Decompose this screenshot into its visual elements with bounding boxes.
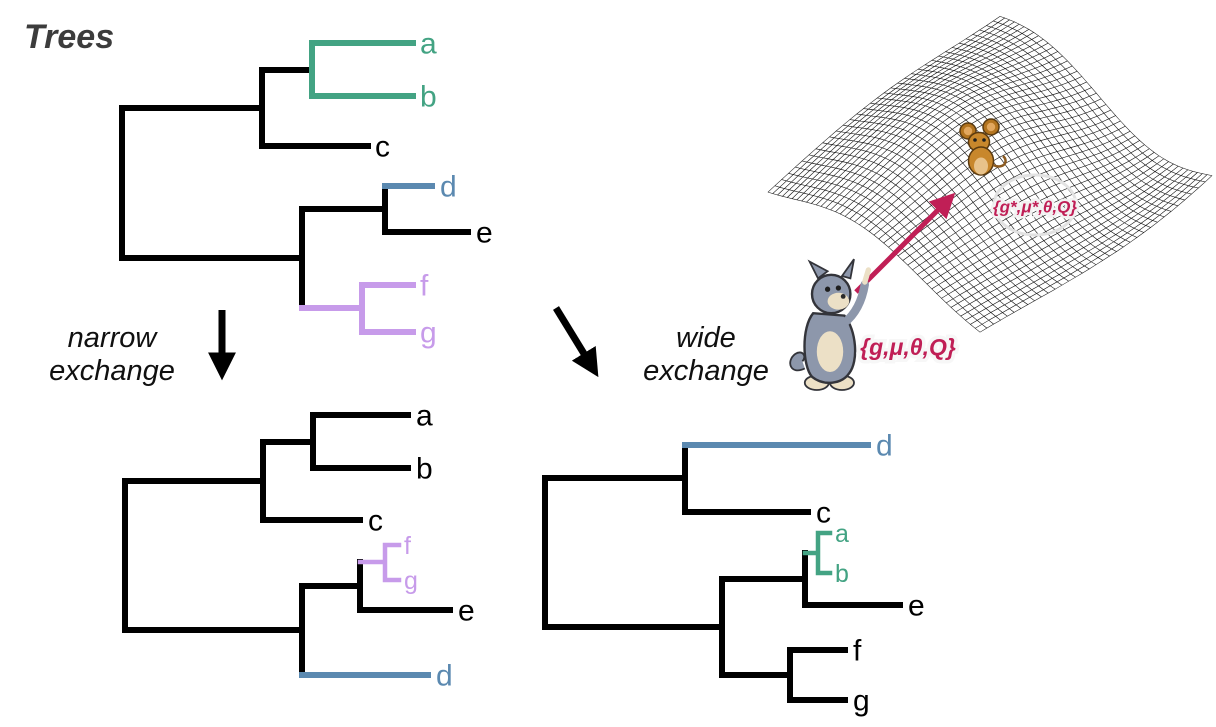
tom-finger: [862, 267, 872, 285]
tom-belly: [816, 331, 844, 372]
parameters-label: {g,μ,θ,Q}: [860, 334, 956, 360]
leaf-label-e: e: [476, 217, 493, 250]
wide-tree-skeleton: [542, 442, 903, 703]
leaf-label-d: d: [440, 171, 457, 204]
svg-text:narrow: narrow: [68, 322, 159, 354]
svg-text:exchange: exchange: [643, 355, 769, 387]
original-tree: a b c d e f g: [119, 28, 493, 350]
leaf-label-g: g: [853, 685, 870, 718]
optimum-label: {g*,μ*,θ,Q}: [993, 198, 1077, 217]
likelihood-surface-mesh: [767, 16, 1213, 333]
leaf-label-a: a: [416, 400, 433, 433]
leaf-label-b: b: [420, 81, 437, 114]
leaf-label-b: b: [416, 453, 433, 486]
jerry-ear-left-inner: [963, 126, 973, 136]
leaf-label-d: d: [436, 660, 453, 693]
narrow-exchange-label: narrow exchange: [49, 322, 175, 387]
leaf-label-b: b: [835, 560, 849, 588]
optimum-circle: [992, 173, 1078, 237]
tom-cat-figure: [789, 258, 872, 391]
jerry-belly: [974, 157, 988, 175]
leaf-label-g: g: [404, 567, 418, 595]
leaf-label-c: c: [375, 131, 390, 164]
ab-clade: [802, 530, 833, 576]
tom-nose: [840, 294, 846, 299]
tom-muzzle: [827, 292, 850, 310]
wide-exchange-arrow: [553, 306, 599, 378]
tom-eye-right: [835, 285, 842, 291]
leaf-label-d: d: [876, 430, 893, 463]
tom-ear-right: [840, 258, 855, 280]
narrow-result-tree: a b c f g e d: [122, 400, 475, 693]
search-arrow: [854, 192, 956, 294]
fitness-landscape: {g*,μ*,θ,Q} {g,μ,θ,Q}: [767, 16, 1213, 391]
original-tree-skeleton: [119, 67, 471, 311]
tom-ear-left: [807, 259, 830, 280]
leaf-label-g: g: [420, 317, 437, 350]
leaf-label-c: c: [368, 505, 383, 538]
tom-arm: [840, 280, 870, 328]
leaf-label-a: a: [835, 520, 849, 548]
narrow-tree-skeleton: [122, 412, 453, 678]
leaf-label-e: e: [908, 590, 925, 623]
wide-result-tree: d c a b e f g: [542, 430, 925, 718]
leaf-label-f: f: [404, 532, 411, 560]
leaf-label-f: f: [853, 635, 862, 668]
tom-tail: [789, 351, 806, 372]
leaf-label-f: f: [420, 270, 429, 303]
fg-clade: [299, 282, 416, 335]
jerry-mouse-figure: [959, 118, 1007, 176]
svg-text:exchange: exchange: [49, 355, 175, 387]
jerry-ear-right-inner: [986, 122, 996, 132]
svg-text:wide: wide: [676, 322, 736, 354]
leaf-label-c: c: [816, 497, 831, 530]
leaf-label-e: e: [458, 595, 475, 628]
ab-clade: [309, 40, 416, 99]
tom-eye-left: [824, 286, 831, 292]
jerry-eye-right: [982, 138, 986, 142]
jerry-eye-left: [973, 138, 977, 142]
figure-title: Trees: [24, 18, 114, 56]
jerry-tail: [992, 155, 1007, 168]
wide-exchange-label: wide exchange: [643, 322, 769, 387]
fg-clade: [357, 542, 402, 583]
leaf-label-a: a: [420, 28, 437, 61]
